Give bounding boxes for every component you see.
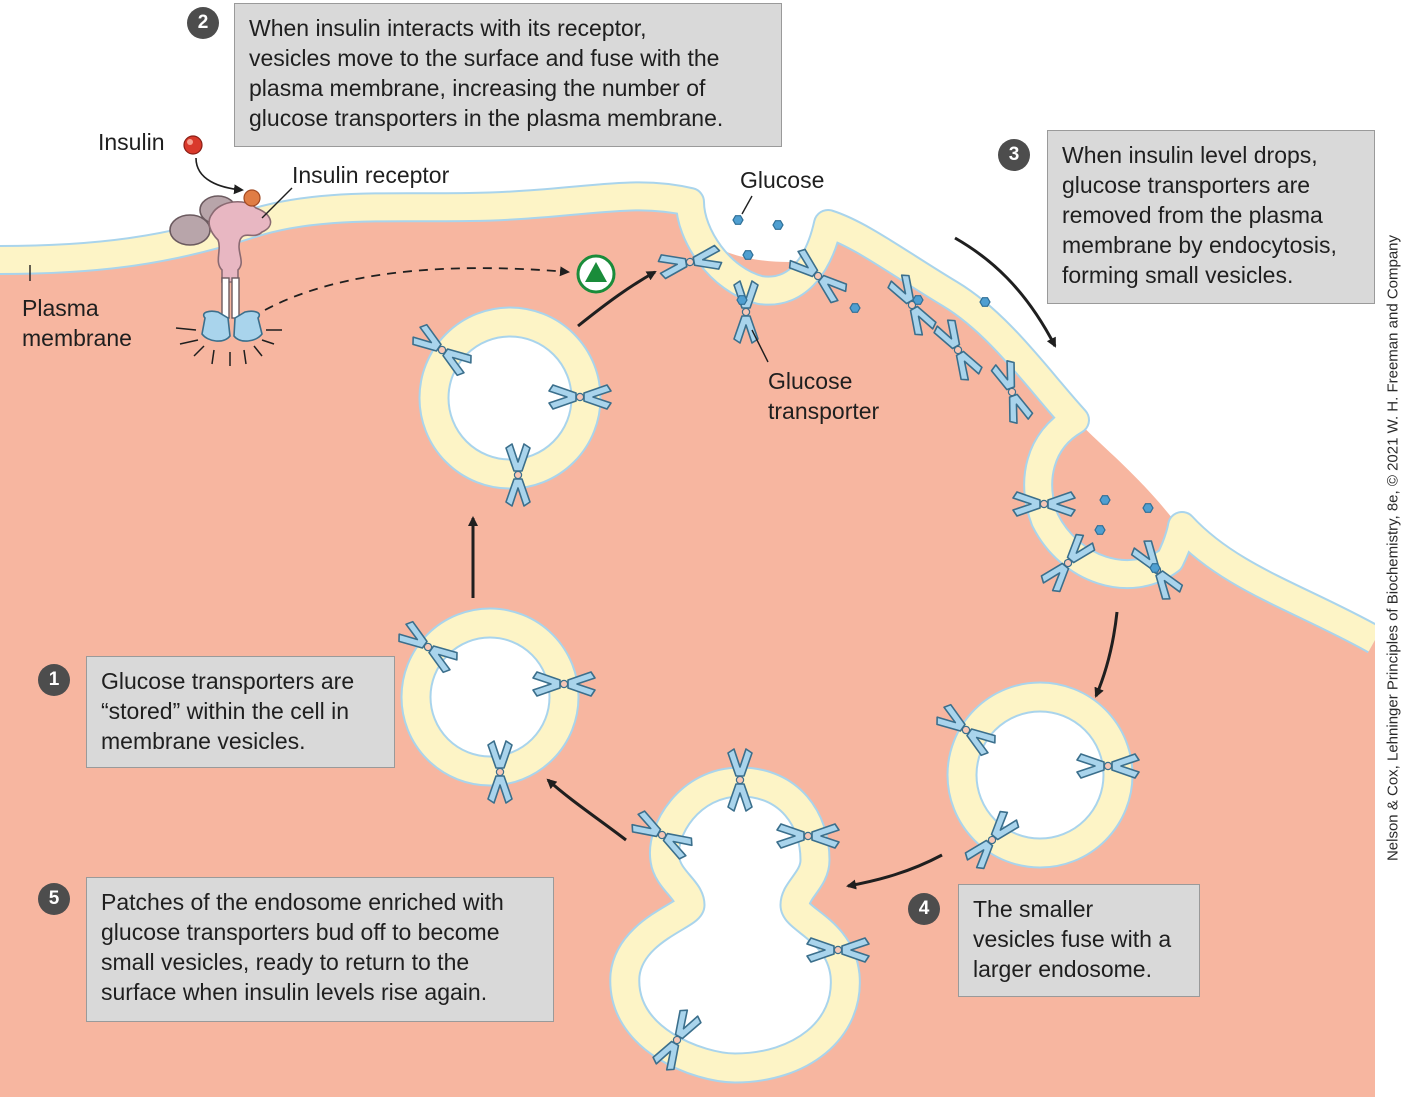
insulin-receptor-label: Insulin receptor bbox=[292, 162, 450, 188]
credit-line: Nelson & Cox, Lehninger Principles of Bi… bbox=[1384, 234, 1402, 862]
plasma-membrane bbox=[0, 183, 1382, 652]
cytoplasm bbox=[0, 194, 1375, 1097]
glucose-hexagon-icon bbox=[1142, 503, 1154, 513]
vesicle-right bbox=[946, 681, 1134, 869]
endosome bbox=[609, 766, 861, 1084]
glucose-transporter-label: Glucose transporter bbox=[768, 368, 880, 424]
glucose-hexagon-icon bbox=[736, 295, 748, 305]
transporter-leader-line bbox=[751, 329, 769, 363]
glucose-hexagon-icon bbox=[1094, 525, 1106, 535]
step-2-number: 2 bbox=[187, 7, 219, 39]
insulin-binding-arrow bbox=[195, 157, 244, 195]
cycle-arrow-to-membrane bbox=[577, 270, 657, 328]
green-triangle-signal-icon bbox=[576, 254, 616, 294]
glucose-hexagon-icon bbox=[732, 215, 744, 225]
step-5-caption: Patches of the endosome enriched with gl… bbox=[86, 877, 554, 1022]
plasma-membrane-label: Plasma membrane bbox=[22, 295, 132, 351]
step-1-caption: Glucose transporters are “stored” within… bbox=[86, 656, 395, 768]
cycle-arrow-endocytosis bbox=[954, 236, 1057, 348]
step-4-number: 4 bbox=[908, 893, 940, 925]
glucose-hexagon-icon bbox=[979, 297, 991, 307]
step-4-caption: The smaller vesicles fuse with a larger … bbox=[958, 884, 1200, 997]
step-5-number: 5 bbox=[38, 883, 70, 915]
step-1-number: 1 bbox=[38, 664, 70, 696]
step-2-caption: When insulin interacts with its receptor… bbox=[234, 3, 782, 147]
insulin-label: Insulin bbox=[98, 129, 165, 155]
glucose-hexagon-icon bbox=[742, 250, 754, 260]
glucose-hexagon-icon bbox=[912, 295, 924, 305]
right-margin bbox=[1375, 0, 1417, 1097]
glucose-hexagon-icon bbox=[849, 303, 861, 313]
step-3-caption: When insulin level drops, glucose transp… bbox=[1047, 130, 1375, 304]
glucose-hexagon-icon bbox=[772, 220, 784, 230]
cycle-arrow-to-endosome bbox=[846, 853, 943, 890]
insulin-signal-arrow bbox=[264, 266, 570, 311]
insulin-sphere-icon bbox=[183, 135, 203, 155]
glucose-leader-line bbox=[741, 195, 753, 215]
glucose-hexagon-icon bbox=[1149, 563, 1161, 573]
vesicle-left bbox=[400, 607, 580, 787]
insulin-receptor-icon bbox=[169, 189, 272, 342]
glucose-label: Glucose bbox=[740, 167, 825, 193]
glucose-hexagon-icon bbox=[1099, 495, 1111, 505]
cycle-arrow-down-right bbox=[1094, 611, 1119, 698]
step-3-number: 3 bbox=[998, 139, 1030, 171]
cycle-arrow-to-left-vesicle bbox=[546, 778, 627, 842]
receptor-activation-lines bbox=[175, 327, 282, 366]
receptor-leader-line bbox=[261, 187, 293, 219]
